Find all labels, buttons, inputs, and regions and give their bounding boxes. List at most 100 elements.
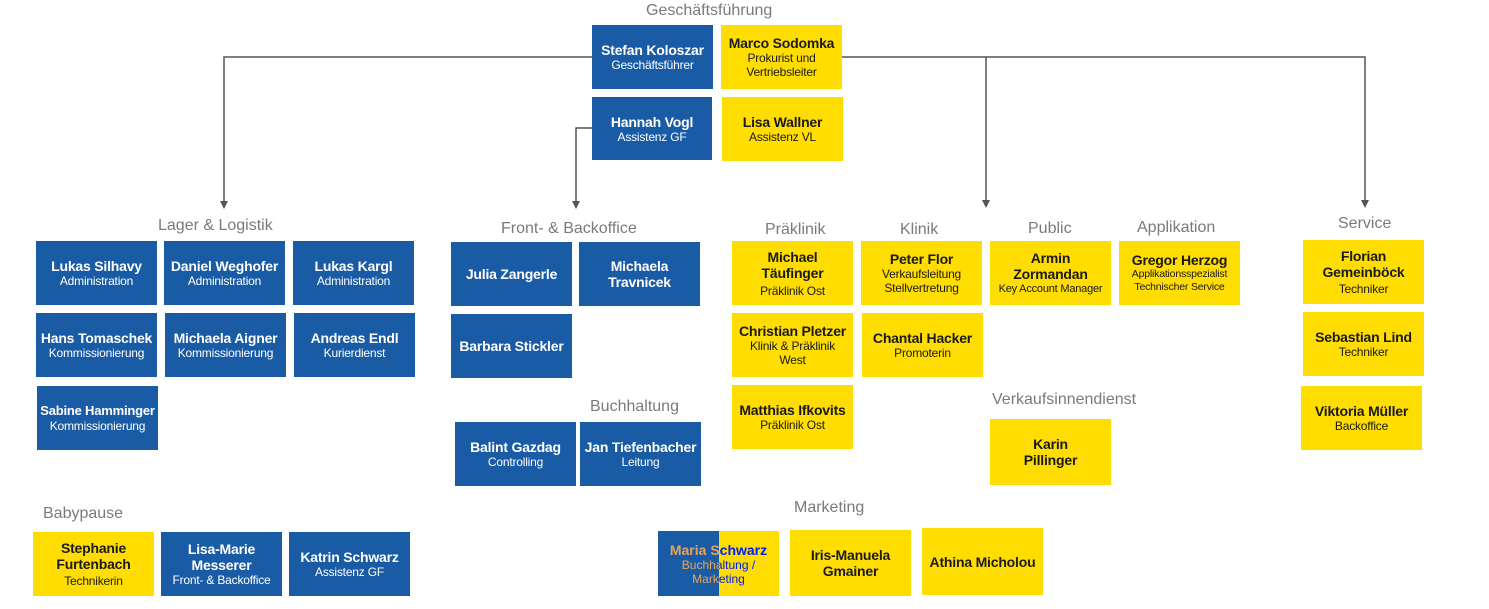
- person-card-sodomka: Marco Sodomka Prokurist und Vertriebslei…: [721, 25, 842, 89]
- person-role: Techniker: [1338, 282, 1389, 296]
- person-role: Klinik & Präklinik West: [749, 339, 836, 367]
- person-card-zangerle: Julia Zangerle: [451, 242, 572, 306]
- person-card-messerer: Lisa-Marie Messerer Front- & Backoffice: [161, 532, 282, 596]
- person-name: Katrin Schwarz: [300, 549, 399, 565]
- person-card-tiefenbacher: Jan Tiefenbacher Leitung: [580, 422, 701, 486]
- heading-buchhaltung: Buchhaltung: [590, 398, 679, 415]
- person-card-micholou: Athina Micholou: [922, 528, 1043, 595]
- person-role: Buchhaltung / Marketing: [681, 557, 756, 586]
- person-name: Stefan Koloszar: [601, 42, 704, 58]
- person-card-koloszar: Stefan Koloszar Geschäftsführer: [592, 25, 713, 89]
- heading-service: Service: [1338, 215, 1392, 232]
- person-name: Stephanie Furtenbach: [56, 540, 131, 572]
- heading-public: Public: [1028, 220, 1072, 237]
- person-card-tomaschek: Hans Tomaschek Kommissionierung: [36, 313, 157, 377]
- person-role: Key Account Manager: [998, 283, 1103, 295]
- person-name: Hans Tomaschek: [40, 330, 153, 346]
- heading-lager-logistik: Lager & Logistik: [158, 217, 273, 234]
- person-card-pillinger: Karin Pillinger: [990, 419, 1111, 485]
- person-role: Applikationsspezialist Technischer Servi…: [1131, 268, 1228, 293]
- person-role: Präklinik Ost: [760, 418, 825, 432]
- person-card-hacker: Chantal Hacker Promoterin: [862, 313, 983, 377]
- person-name: Peter Flor: [889, 251, 954, 267]
- person-name: Florian Gemeinböck: [1322, 248, 1405, 280]
- person-role: Techniker: [1338, 345, 1389, 359]
- heading-front-backoffice: Front- & Backoffice: [501, 220, 637, 237]
- person-name: Balint Gazdag: [470, 439, 561, 455]
- person-role: Controlling: [487, 455, 544, 469]
- person-name: Andreas Endl: [310, 330, 399, 346]
- person-role: Assistenz VL: [749, 130, 816, 144]
- card-blue-half: [658, 531, 719, 596]
- person-role: Geschäftsführer: [611, 58, 694, 72]
- person-card-zormandan: Armin Zormandan Key Account Manager: [990, 241, 1111, 305]
- person-role: Backoffice: [1334, 419, 1389, 433]
- person-role: Front- & Backoffice: [172, 573, 271, 587]
- card-yellow-half: [719, 531, 779, 596]
- person-name: Gregor Herzog: [1131, 252, 1228, 268]
- person-card-gmainer: Iris-Manuela Gmainer: [790, 530, 911, 596]
- person-card-mueller: Viktoria Müller Backoffice: [1301, 386, 1422, 450]
- person-card-herzog: Gregor Herzog Applikationsspezialist Tec…: [1119, 241, 1240, 305]
- person-card-vogl: Hannah Vogl Assistenz GF: [592, 97, 712, 160]
- person-name: Lisa Wallner: [742, 114, 823, 130]
- split-card-text: Maria Schwarz Buchhaltung / Marketing: [658, 531, 779, 596]
- person-card-schwarz-katrin: Katrin Schwarz Assistenz GF: [289, 532, 410, 596]
- person-role: Assistenz GF: [617, 129, 687, 144]
- person-card-hamminger: Sabine Hamminger Kommissionierung: [37, 386, 158, 450]
- person-card-silhavy: Lukas Silhavy Administration: [36, 241, 157, 305]
- person-name: Viktoria Müller: [1314, 403, 1409, 419]
- person-card-gemeinboeck: Florian Gemeinböck Techniker: [1303, 240, 1424, 304]
- person-card-aigner: Michaela Aigner Kommissionierung: [165, 313, 286, 377]
- person-role: Leitung: [621, 455, 660, 469]
- person-name: Karin Pillinger: [1023, 436, 1078, 468]
- heading-applikation: Applikation: [1137, 219, 1216, 236]
- heading-klinik: Klinik: [900, 221, 939, 238]
- person-card-furtenbach: Stephanie Furtenbach Technikerin: [33, 532, 154, 596]
- person-name: Lukas Silhavy: [51, 258, 142, 274]
- person-name: Marco Sodomka: [728, 35, 835, 51]
- person-card-taeufinger: Michael Täufinger Präklinik Ost: [732, 241, 853, 305]
- person-role: Administration: [187, 274, 262, 288]
- person-card-flor: Peter Flor Verkaufsleitung Stellvertretu…: [861, 241, 982, 305]
- person-role: Administration: [59, 274, 134, 288]
- person-role: Präklinik Ost: [760, 283, 825, 298]
- person-role: Administration: [316, 274, 391, 288]
- person-card-weghofer: Daniel Weghofer Administration: [164, 241, 285, 305]
- person-card-endl: Andreas Endl Kurierdienst: [294, 313, 415, 377]
- heading-praeklinik: Präklinik: [765, 221, 826, 238]
- person-card-kargl: Lukas Kargl Administration: [293, 241, 414, 305]
- person-name: Daniel Weghofer: [170, 258, 279, 274]
- person-card-ifkovits: Matthias Ifkovits Präklinik Ost: [732, 385, 853, 449]
- person-name: Armin Zormandan: [1013, 250, 1088, 282]
- person-name: Sebastian Lind: [1315, 329, 1412, 345]
- person-card-travnicek: Michaela Travnicek: [579, 242, 700, 306]
- person-role: Kommissionierung: [177, 346, 274, 360]
- person-name: Jan Tiefenbacher: [584, 439, 697, 455]
- person-card-wallner: Lisa Wallner Assistenz VL: [722, 97, 843, 161]
- line-to-sales: [842, 56, 990, 208]
- heading-marketing: Marketing: [794, 499, 865, 516]
- line-to-lager: [220, 56, 592, 209]
- person-role: Verkaufsleitung Stellvertretung: [881, 267, 962, 295]
- person-name: Maria Schwarz: [669, 541, 768, 558]
- line-to-front: [572, 127, 592, 209]
- person-name: Chantal Hacker: [872, 330, 973, 346]
- person-card-schwarz-maria: Maria Schwarz Buchhaltung / Marketing: [658, 531, 779, 596]
- person-name: Hannah Vogl: [610, 113, 694, 130]
- heading-verkaufsinnendienst: Verkaufsinnendienst: [992, 391, 1137, 408]
- person-name: Barbara Stickler: [459, 338, 564, 354]
- person-name: Iris-Manuela Gmainer: [810, 547, 891, 579]
- heading-babypause: Babypause: [43, 505, 124, 522]
- person-role: Technikerin: [64, 574, 123, 588]
- person-name: Lisa-Marie Messerer: [187, 541, 256, 573]
- person-role: Promoterin: [894, 346, 951, 360]
- person-card-gazdag: Balint Gazdag Controlling: [455, 422, 576, 486]
- person-card-lind: Sebastian Lind Techniker: [1303, 312, 1424, 376]
- person-name: Michaela Aigner: [173, 330, 278, 346]
- person-role: Prokurist und Vertriebsleiter: [746, 51, 817, 79]
- line-to-service: [986, 56, 1369, 208]
- person-name: Christian Pletzer: [738, 323, 847, 339]
- person-name: Michaela Travnicek: [608, 258, 671, 290]
